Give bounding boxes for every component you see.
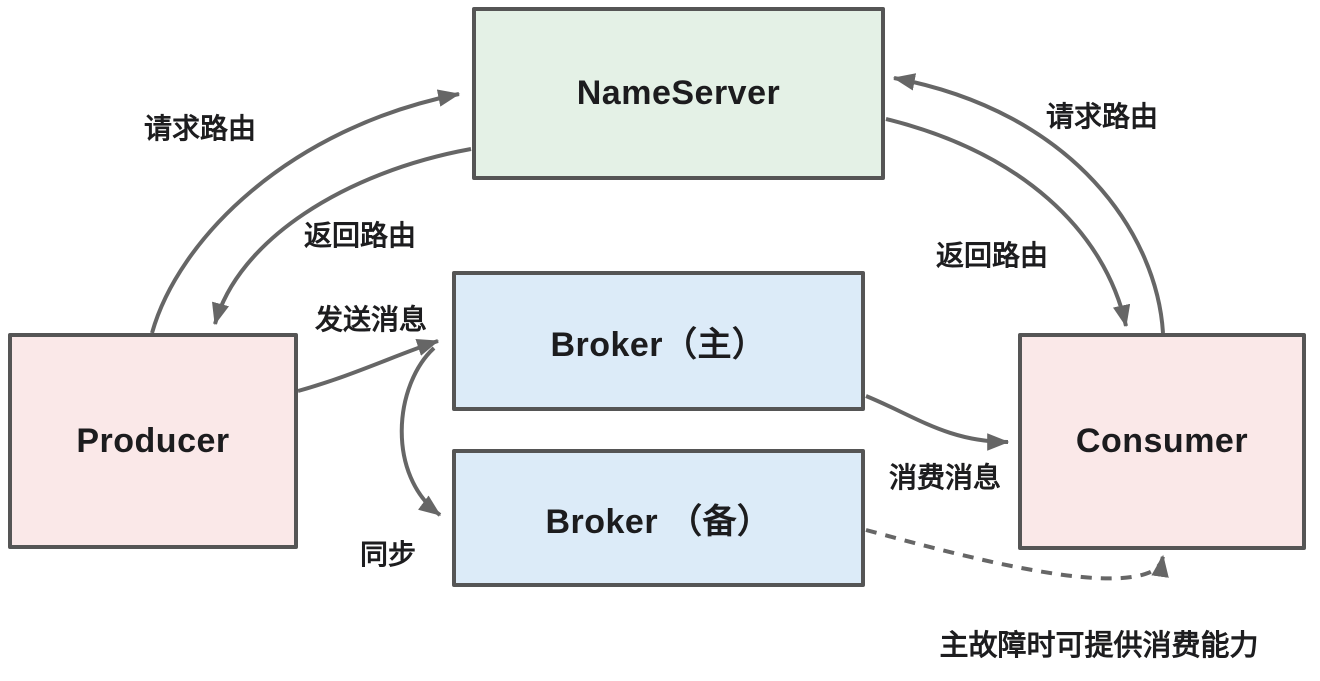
- node-broker-master: Broker（主）: [452, 271, 865, 411]
- node-broker-slave: Broker （备）: [452, 449, 865, 587]
- node-producer-label: Producer: [76, 421, 230, 460]
- edge-producer-to-broker-master: [297, 339, 440, 393]
- edge-broker-slave-to-consumer-dashed: [865, 528, 1169, 581]
- node-broker-master-label: Broker（主）: [550, 325, 767, 364]
- edge-nameserver-to-producer: [212, 147, 472, 326]
- edge-producer-to-nameserver: [150, 89, 461, 334]
- node-nameserver: NameServer: [472, 7, 885, 180]
- edge-nameserver-to-consumer: [885, 117, 1131, 328]
- edge-label-send-message: 发送消息: [314, 304, 428, 335]
- edge-label-return-route-right: 返回路由: [935, 240, 1049, 271]
- edge-label-sync: 同步: [359, 539, 417, 570]
- node-nameserver-label: NameServer: [576, 74, 781, 112]
- node-consumer-label: Consumer: [1075, 422, 1249, 460]
- edge-label-failover-consume: 主故障时可提供消费能力: [939, 630, 1259, 662]
- edge-consumer-to-nameserver: [892, 73, 1165, 334]
- edge-broker-master-to-broker-slave: [399, 346, 442, 517]
- node-producer: Producer: [8, 333, 298, 549]
- node-broker-slave-label: Broker （备）: [545, 502, 772, 541]
- edge-broker-master-to-consumer: [865, 394, 1010, 451]
- edge-label-consume-message: 消费消息: [888, 462, 1002, 493]
- edge-label-request-route-right: 请求路由: [1045, 101, 1159, 132]
- node-consumer: Consumer: [1018, 333, 1306, 550]
- edge-label-request-route-left: 请求路由: [143, 113, 257, 144]
- edge-label-return-route-left: 返回路由: [303, 220, 417, 251]
